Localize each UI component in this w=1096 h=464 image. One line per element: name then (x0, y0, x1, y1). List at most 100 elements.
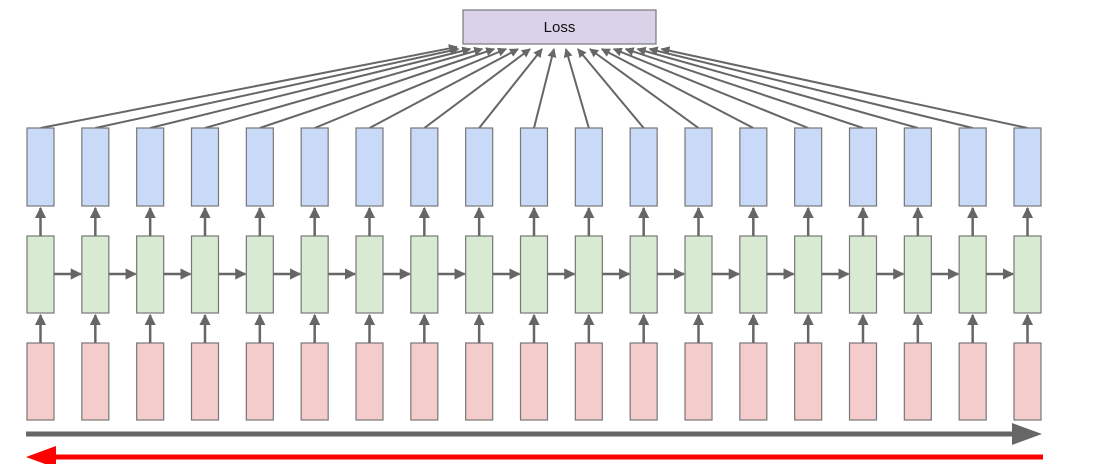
input-node (629, 342, 658, 421)
hidden-node (684, 235, 713, 314)
input-node (136, 342, 165, 421)
input-node (903, 342, 932, 421)
output-node (684, 127, 713, 207)
timestep-column (410, 127, 466, 421)
timestep-column (903, 127, 960, 421)
output-node (574, 127, 603, 207)
hidden-node (410, 235, 439, 314)
input-node (794, 342, 823, 421)
hidden-node (300, 235, 329, 314)
output-node (958, 127, 987, 207)
output-to-loss-arrow (369, 48, 519, 129)
input-node (355, 342, 384, 421)
hidden-node (519, 235, 549, 314)
input-node (519, 342, 549, 421)
input-node (958, 342, 987, 421)
timestep-column (355, 127, 411, 421)
output-to-loss-arrow (636, 46, 919, 129)
output-node (190, 127, 220, 207)
hidden-node (629, 235, 658, 314)
forward-time-arrow-head (1012, 423, 1042, 445)
output-node (136, 127, 165, 207)
hidden-node (136, 235, 165, 314)
hidden-node (26, 235, 55, 314)
loss-box: Loss (462, 9, 657, 45)
timestep-column (26, 127, 82, 421)
output-node (465, 127, 494, 207)
hidden-node (245, 235, 274, 314)
input-node (1013, 342, 1042, 421)
output-to-loss-arrow (563, 48, 590, 129)
output-to-loss-arrow (648, 46, 973, 129)
output-to-loss-arrow (589, 48, 700, 129)
hidden-node (81, 235, 110, 314)
timestep-column (136, 127, 192, 421)
timestep-column (848, 127, 905, 421)
output-node (629, 127, 658, 207)
output-node (519, 127, 549, 207)
timestep-column (465, 127, 521, 421)
hidden-node (190, 235, 220, 314)
hidden-node (465, 235, 494, 314)
input-node (574, 342, 603, 421)
output-to-loss-arrow (660, 46, 1028, 129)
loss-arrows (40, 44, 1028, 129)
output-to-loss-arrow (95, 46, 460, 129)
input-node (245, 342, 274, 421)
output-node (848, 127, 878, 207)
input-node (465, 342, 494, 421)
timestep-column (794, 127, 850, 421)
output-to-loss-arrow (149, 46, 472, 129)
backward-time-arrow-head (26, 446, 56, 464)
timestep-column (574, 127, 631, 421)
timestep-column (300, 127, 357, 421)
loss-node (462, 9, 657, 45)
hidden-node (794, 235, 823, 314)
timestep-column (245, 127, 302, 421)
output-node (794, 127, 823, 207)
output-to-loss-arrow (624, 47, 864, 129)
timestep-column (684, 127, 740, 421)
input-node (190, 342, 220, 421)
timestep-column (190, 127, 247, 421)
timestep-column (629, 127, 686, 421)
timestep-column (81, 127, 137, 421)
input-node (300, 342, 329, 421)
output-node (355, 127, 384, 207)
hidden-node (903, 235, 932, 314)
timestep-columns (26, 127, 1042, 421)
time-arrows (26, 423, 1043, 464)
output-node (300, 127, 329, 207)
hidden-node (739, 235, 768, 314)
output-to-loss-arrow (533, 48, 557, 129)
output-to-loss-arrow (314, 47, 508, 129)
hidden-node (355, 235, 384, 314)
timestep-column (519, 127, 576, 421)
output-node (1013, 127, 1042, 207)
input-node (739, 342, 768, 421)
output-to-loss-arrow (600, 48, 754, 129)
output-to-loss-arrow (423, 48, 531, 129)
output-to-loss-arrow (259, 47, 496, 129)
output-node (903, 127, 932, 207)
input-node (26, 342, 55, 421)
input-node (81, 342, 110, 421)
hidden-node (958, 235, 987, 314)
timestep-column (1013, 127, 1042, 421)
hidden-node (574, 235, 603, 314)
timestep-column (958, 127, 1015, 421)
output-node (410, 127, 439, 207)
hidden-node (1013, 235, 1042, 314)
output-node (739, 127, 768, 207)
output-to-loss-arrow (612, 47, 809, 129)
output-node (26, 127, 55, 207)
hidden-node (848, 235, 878, 314)
output-node (81, 127, 110, 207)
input-node (848, 342, 878, 421)
output-to-loss-arrow (40, 44, 458, 129)
output-to-loss-arrow (204, 46, 484, 129)
timestep-column (739, 127, 795, 421)
output-to-loss-arrow (577, 48, 645, 129)
input-node (684, 342, 713, 421)
